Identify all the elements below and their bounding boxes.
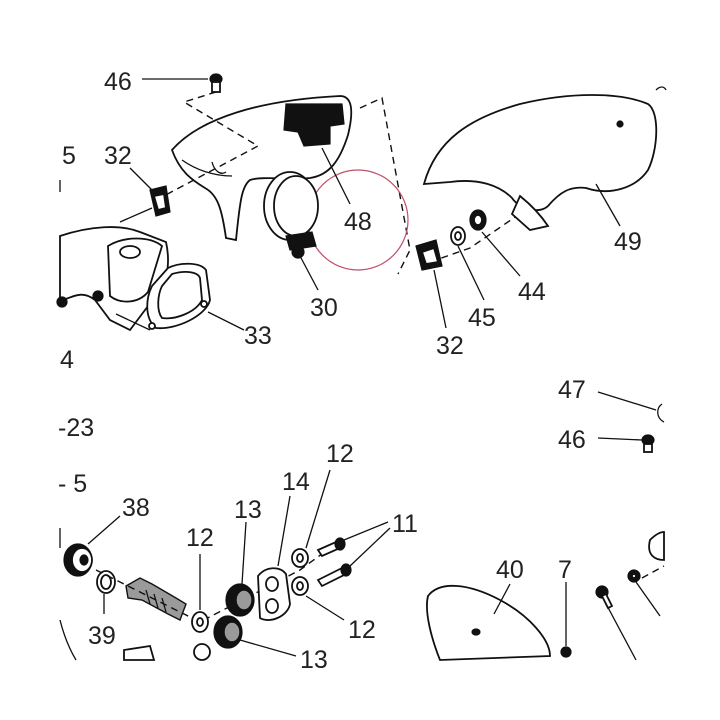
label-46-right: 46 — [558, 426, 586, 454]
washer-12-upper — [291, 548, 309, 568]
clip-32-left — [149, 185, 171, 217]
leader-49 — [595, 183, 621, 227]
leader-11b — [349, 527, 391, 567]
label-4: 4 — [60, 346, 74, 374]
bolt-46-right — [641, 434, 655, 453]
leader-32a — [129, 167, 153, 191]
gasket-33 — [146, 262, 211, 330]
leader-12b — [305, 469, 331, 549]
leader-45 — [457, 245, 485, 301]
leader-13a — [241, 521, 247, 585]
label-12-top: 12 — [326, 440, 354, 468]
label-47: 47 — [558, 376, 586, 404]
label-13-bottom: 13 — [300, 646, 328, 674]
leader-48 — [321, 147, 351, 205]
bracket-14 — [257, 567, 291, 621]
label-38: 38 — [122, 494, 150, 522]
screw-7 — [560, 646, 572, 658]
label-32-right: 32 — [436, 332, 464, 360]
leader-30 — [299, 255, 319, 291]
cover-40 — [426, 584, 551, 661]
leader-46b — [597, 437, 643, 441]
leader-13b — [239, 639, 297, 657]
shaft-fitting — [125, 577, 187, 621]
bolt-11-upper — [316, 537, 346, 558]
part-47-edge — [657, 403, 665, 423]
label-11: 11 — [392, 510, 418, 538]
label-7: 7 — [558, 556, 572, 584]
leader-lower-right-b — [635, 581, 661, 617]
fragment-bottom-left — [123, 644, 156, 661]
leader-12c — [305, 595, 345, 621]
seal-38 — [63, 543, 93, 577]
leader-11a — [343, 521, 389, 541]
label-46-top: 46 — [104, 68, 132, 96]
label-45: 45 — [468, 304, 496, 332]
washer-12-lower — [291, 576, 309, 596]
washer-lower-right — [627, 569, 641, 583]
assembly-dashline-right — [359, 96, 411, 275]
washer-12-left — [191, 611, 209, 633]
leader-38 — [87, 515, 121, 545]
leader-14 — [277, 495, 291, 567]
gear-13-top — [225, 583, 255, 617]
left-edge-fragment — [59, 619, 77, 661]
leader-44 — [481, 231, 521, 277]
bolt-46-top — [209, 73, 223, 93]
label-14: 14 — [282, 468, 310, 496]
label-40: 40 — [496, 556, 524, 584]
washer-12-left-b — [193, 643, 211, 661]
label-44: 44 — [518, 278, 546, 306]
leader-lower-right-a — [603, 599, 637, 661]
clip-32-right — [415, 239, 443, 271]
upper-left-cover — [170, 95, 353, 242]
bolt-11-lower — [316, 563, 352, 588]
washer-45 — [450, 226, 466, 246]
hose-clamp-30 — [263, 171, 319, 259]
label-13-top: 13 — [234, 496, 262, 524]
flange-link-lines — [115, 207, 153, 331]
assembly-dashline-top — [159, 91, 260, 199]
label-30: 30 — [310, 294, 338, 322]
label-5-top: 5 — [62, 142, 76, 170]
leader-40 — [493, 583, 511, 615]
label-12-right: 12 — [348, 616, 376, 644]
leader-47 — [597, 391, 657, 411]
dashline-lower-right — [641, 565, 665, 579]
o-ring-39 — [96, 570, 116, 594]
heat-shield-49 — [422, 86, 667, 231]
screw-lower-right — [595, 585, 614, 610]
gear-13-bottom — [213, 615, 243, 649]
label-23: -23 — [58, 414, 94, 442]
label-5-left: - 5 — [58, 470, 87, 498]
leader-33 — [207, 311, 245, 331]
label-33: 33 — [244, 322, 272, 350]
label-12-left: 12 — [186, 524, 214, 552]
leader-32b — [433, 269, 447, 329]
label-49: 49 — [614, 228, 642, 256]
label-39: 39 — [88, 622, 116, 650]
washer-44 — [469, 209, 487, 231]
label-48: 48 — [344, 208, 372, 236]
cover-lower-right — [648, 531, 665, 561]
label-32-left: 32 — [104, 142, 132, 170]
